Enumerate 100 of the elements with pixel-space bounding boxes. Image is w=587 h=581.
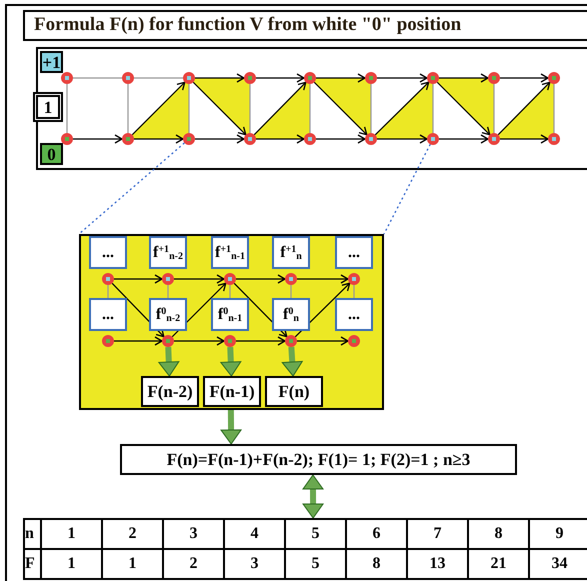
arrow	[220, 410, 242, 444]
function-box	[203, 376, 261, 407]
arrow	[297, 274, 349, 284]
lattice-point	[244, 133, 256, 145]
table-cell: 1	[42, 520, 103, 550]
connector-line	[493, 84, 495, 133]
lattice-point	[183, 133, 195, 145]
math-term: ...	[348, 306, 360, 322]
level-box	[33, 92, 63, 122]
lattice-point	[548, 133, 560, 145]
lattice-point	[488, 72, 500, 84]
table-cell: 5	[286, 520, 347, 550]
lattice-point	[162, 335, 174, 347]
lattice-point	[427, 72, 439, 84]
arrow	[134, 134, 184, 144]
table-cell: 34	[530, 550, 587, 580]
arrow	[316, 73, 366, 83]
connector-line	[229, 285, 231, 298]
arrow	[195, 73, 245, 83]
table-cell: F	[25, 550, 42, 580]
function-box	[141, 376, 199, 407]
diagram-panel	[79, 234, 384, 410]
term-box	[149, 298, 187, 331]
table-cell: n	[25, 520, 42, 550]
term-box	[149, 236, 187, 269]
table-cell: 3	[225, 550, 286, 580]
lattice-point	[365, 72, 377, 84]
data-table	[23, 518, 587, 580]
formula-box	[120, 444, 517, 475]
lattice-point	[365, 133, 377, 145]
connector-line	[107, 285, 109, 298]
arrow	[297, 336, 349, 346]
connector-line	[188, 84, 190, 133]
lattice-point	[348, 335, 360, 347]
level-label: 0	[47, 146, 56, 162]
arrow	[500, 73, 549, 83]
dotted-line	[78, 142, 185, 234]
lattice-point	[122, 133, 134, 145]
lattice-point	[348, 273, 360, 285]
lattice-point	[488, 133, 500, 145]
math-term: ...	[102, 306, 114, 322]
term-box	[89, 298, 127, 331]
table-cell: 13	[408, 550, 469, 580]
function-box	[265, 376, 323, 407]
arrow	[73, 134, 123, 144]
arrow	[220, 346, 242, 376]
table-cell: 8	[469, 520, 530, 550]
table-cell: 1	[42, 550, 103, 580]
lattice-point	[61, 133, 73, 145]
connector-line	[309, 84, 311, 133]
lattice-point	[427, 133, 439, 145]
table-cell: 5	[286, 550, 347, 580]
connector-line	[66, 84, 68, 133]
lattice-point	[244, 72, 256, 84]
arrow	[114, 336, 163, 346]
table-cell: 6	[347, 520, 408, 550]
function-term: F(n)	[278, 383, 310, 400]
term-box	[335, 298, 373, 331]
arrow	[500, 134, 549, 144]
lattice-point	[61, 72, 73, 84]
arrow	[302, 474, 324, 518]
connector-line	[432, 84, 434, 133]
arrow	[236, 274, 286, 284]
term-box	[89, 236, 127, 269]
level-box	[40, 143, 63, 165]
level-label: +1	[42, 54, 61, 70]
term-box	[272, 236, 310, 269]
function-term: F(n-1)	[209, 383, 255, 400]
arrow	[172, 282, 226, 338]
arrow	[174, 274, 225, 284]
term-box	[211, 236, 249, 269]
table-cell: 3	[164, 520, 225, 550]
connector-line	[249, 84, 251, 133]
connector-line	[127, 84, 129, 133]
arrow	[294, 282, 350, 338]
title-text: Formula F(n) for function V from white "0" position	[34, 13, 462, 38]
lattice-point	[304, 72, 316, 84]
lattice-point	[224, 273, 236, 285]
table-cell: 7	[408, 520, 469, 550]
arrow	[377, 134, 428, 144]
arrow	[439, 73, 489, 83]
table-cell: 9	[530, 520, 587, 550]
math-term: ...	[348, 244, 360, 260]
arrow	[112, 282, 164, 338]
arrow	[316, 134, 366, 144]
table-cell: 1	[103, 550, 164, 580]
lattice-point	[102, 273, 114, 285]
lattice-point	[224, 335, 236, 347]
term-box	[272, 298, 310, 331]
table-cell: 2	[164, 550, 225, 580]
arrow	[158, 346, 180, 376]
connector-line	[370, 84, 372, 133]
term-box	[211, 298, 249, 331]
lattice-point	[102, 335, 114, 347]
table-cell: 4	[225, 520, 286, 550]
arrow	[377, 73, 428, 83]
arrow	[256, 134, 305, 144]
lattice-point	[183, 72, 195, 84]
arrow	[114, 274, 163, 284]
arrow	[174, 336, 225, 346]
